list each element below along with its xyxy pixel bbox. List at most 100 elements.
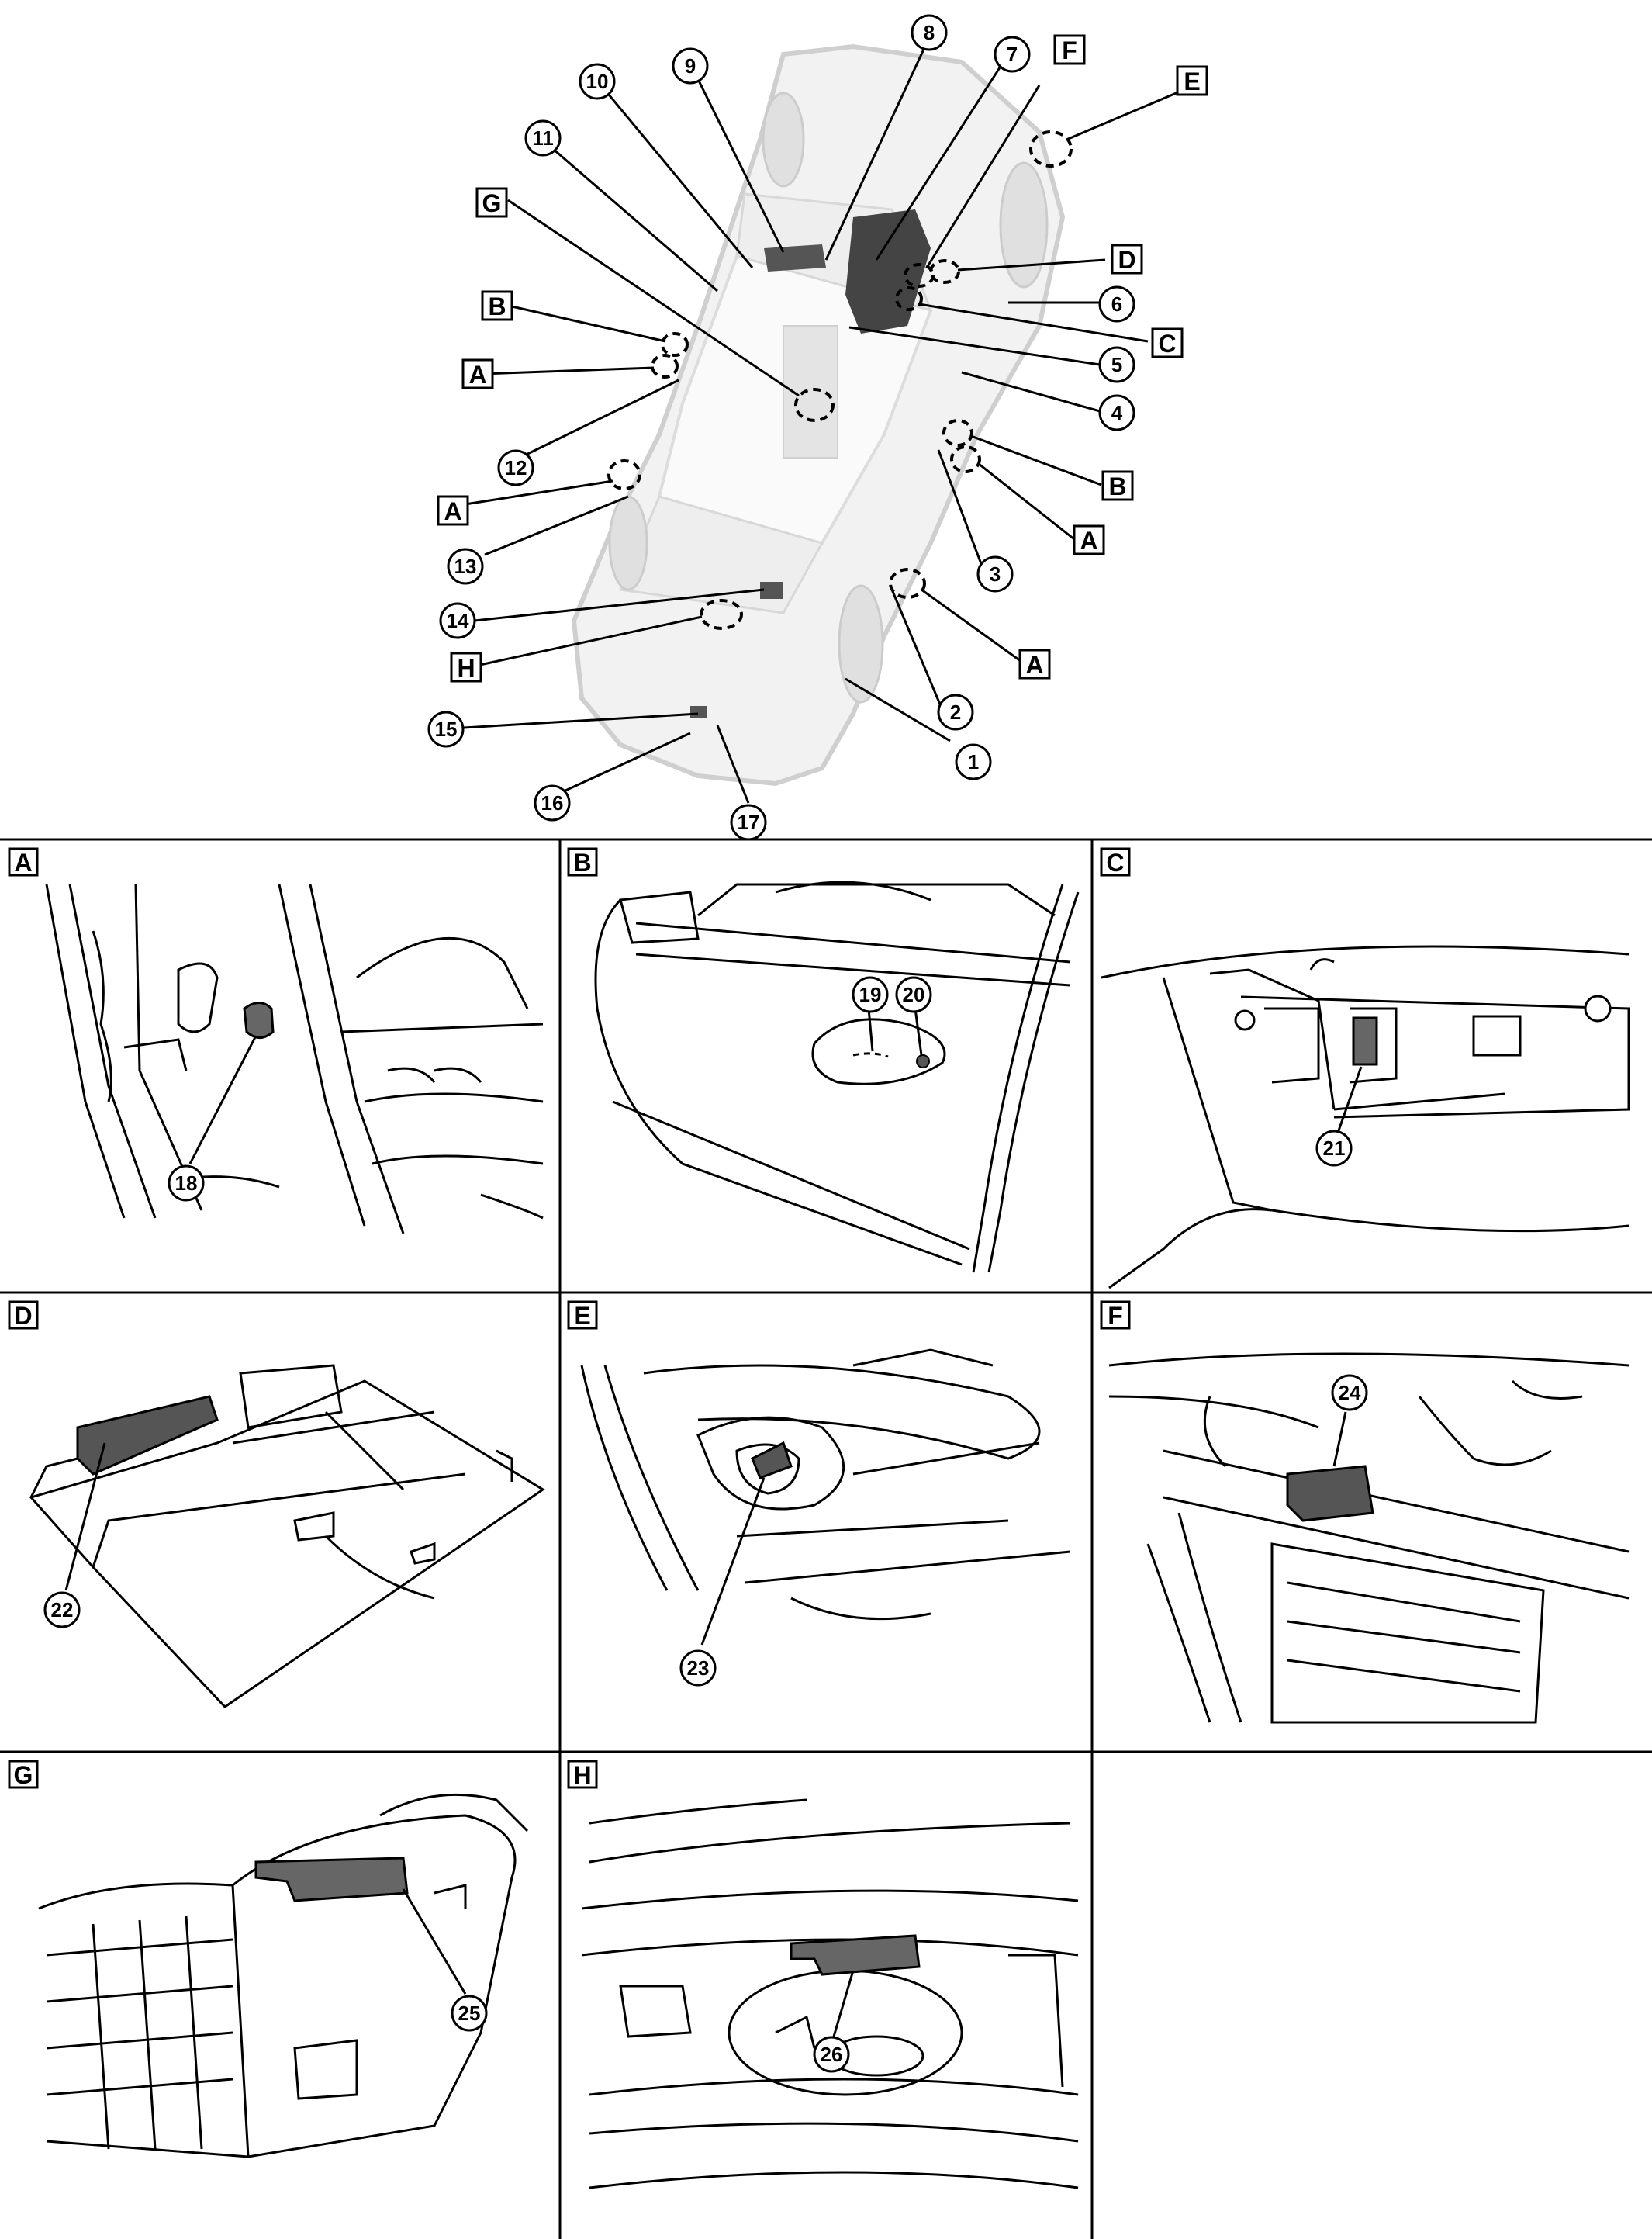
callout-1-text: 1 (968, 750, 979, 773)
panel-grid-lines (0, 838, 1652, 2239)
rear-left-wheel (608, 495, 648, 591)
request-switch-B (916, 1054, 930, 1068)
panel-G: G 25 (8, 1760, 529, 2158)
callout-2: 2 (937, 694, 974, 731)
marker-A-right (950, 445, 981, 473)
letter-box-F-text: F (1062, 36, 1077, 64)
panel-D: D 22 (8, 1300, 545, 1708)
panel-G-letter: G (14, 1761, 33, 1789)
callout-4: 4 (1098, 394, 1135, 431)
callout-9-text: 9 (685, 54, 696, 78)
letter-box-E-text: E (1184, 67, 1200, 95)
overview-letter-boxes: E F D C G B A A B A A H (437, 34, 1208, 683)
letter-box-F: F (1053, 34, 1086, 65)
callout-19-text: 19 (859, 983, 882, 1006)
callout-10-text: 10 (586, 70, 609, 93)
letter-box-A-left-text: A (468, 361, 486, 389)
rear-right-wheel (838, 584, 884, 704)
callout-14-text: 14 (447, 609, 469, 632)
callout-3: 3 (976, 555, 1014, 593)
callout-9: 9 (672, 47, 709, 85)
callout-18-text: 18 (175, 1171, 198, 1195)
callout-6: 6 (1098, 285, 1135, 323)
steering-assembly (845, 209, 931, 334)
control-unit-F (1286, 1465, 1374, 1522)
trunk-antenna-H (790, 1934, 921, 1976)
letter-box-A-right-text: A (1080, 527, 1097, 555)
letter-box-B-left-text: B (488, 292, 506, 320)
callout-24-text: 24 (1339, 1381, 1361, 1404)
letter-box-G: G (475, 187, 508, 218)
keyless-unit-D (76, 1395, 219, 1476)
marker-A-left-rear (607, 459, 641, 490)
callout-5-text: 5 (1111, 353, 1122, 376)
trunk-switch-C (1352, 1016, 1378, 1066)
letter-box-B-right: B (1101, 470, 1134, 501)
panel-C-letter: C (1106, 849, 1124, 877)
letter-box-E: E (1176, 65, 1208, 96)
front-left-wheel (762, 92, 805, 188)
dashboard-module (764, 244, 826, 272)
callout-6-text: 6 (1111, 292, 1122, 316)
callout-11: 11 (524, 119, 562, 157)
marker-B-left (661, 332, 689, 357)
overview-car (571, 43, 1066, 787)
overview-callouts: 1 2 3 4 5 6 7 8 9 10 11 12 13 14 15 16 1… (427, 14, 1135, 841)
letter-box-D: D (1111, 244, 1143, 275)
panel-E: E 23 (567, 1300, 1071, 1687)
callout-25-text: 25 (458, 2002, 481, 2025)
overview-leader-lines (463, 42, 1195, 804)
panel-F-letter: F (1108, 1302, 1123, 1330)
callout-3-text: 3 (990, 562, 1001, 586)
callout-8: 8 (911, 14, 948, 51)
letter-box-C-text: C (1158, 330, 1176, 358)
callout-16: 16 (534, 784, 571, 822)
callout-7-text: 7 (1007, 43, 1018, 66)
trunk-module (690, 706, 707, 718)
marker-H (700, 599, 743, 630)
callout-10: 10 (579, 63, 616, 100)
callout-26-text: 26 (821, 2043, 843, 2066)
callout-16-text: 16 (541, 791, 564, 815)
marker-C (895, 286, 923, 311)
callout-13: 13 (447, 548, 484, 585)
door-switch-A (243, 1002, 275, 1039)
callout-12: 12 (497, 449, 534, 486)
callout-23-text: 23 (687, 1656, 710, 1680)
marker-A-right-rear (889, 568, 926, 599)
callout-4-text: 4 (1111, 401, 1123, 424)
letter-box-A-right-rear: A (1018, 649, 1051, 680)
panel-H-letter: H (573, 1761, 591, 1789)
letter-box-G-text: G (482, 189, 502, 217)
letter-box-H-text: H (457, 654, 475, 682)
callout-21-text: 21 (1323, 1137, 1346, 1160)
panel-A: A 18 (8, 847, 544, 1234)
letter-box-A-right-rear-text: A (1025, 651, 1043, 679)
panel-E-letter: E (574, 1302, 590, 1330)
panel-D-letter: D (14, 1302, 32, 1330)
letter-box-A-left-rear-text: A (444, 497, 461, 525)
antenna-unit-E (751, 1441, 793, 1479)
letter-box-H: H (450, 652, 482, 683)
marker-G (794, 388, 835, 422)
panel-F: F 24 (1100, 1300, 1630, 1724)
callout-20-text: 20 (903, 983, 925, 1006)
letter-box-C: C (1151, 327, 1184, 358)
rear-antenna-module (760, 582, 783, 599)
panel-C: C 21 (1100, 847, 1630, 1289)
callout-14: 14 (439, 602, 476, 639)
callout-15-text: 15 (435, 718, 458, 741)
panel-A-letter: A (14, 849, 32, 877)
marker-F (904, 263, 935, 288)
console-antenna-G (254, 1857, 409, 1902)
callout-13-text: 13 (454, 555, 477, 578)
panel-H: H 26 (567, 1760, 1079, 2189)
letter-box-B-left: B (481, 290, 513, 321)
letter-box-A-left: A (461, 358, 494, 389)
callout-17: 17 (730, 804, 767, 841)
marker-A-left (651, 354, 679, 379)
letter-box-A-right: A (1073, 524, 1105, 555)
letter-box-B-right-text: B (1108, 472, 1126, 500)
letter-box-D-text: D (1118, 246, 1135, 274)
